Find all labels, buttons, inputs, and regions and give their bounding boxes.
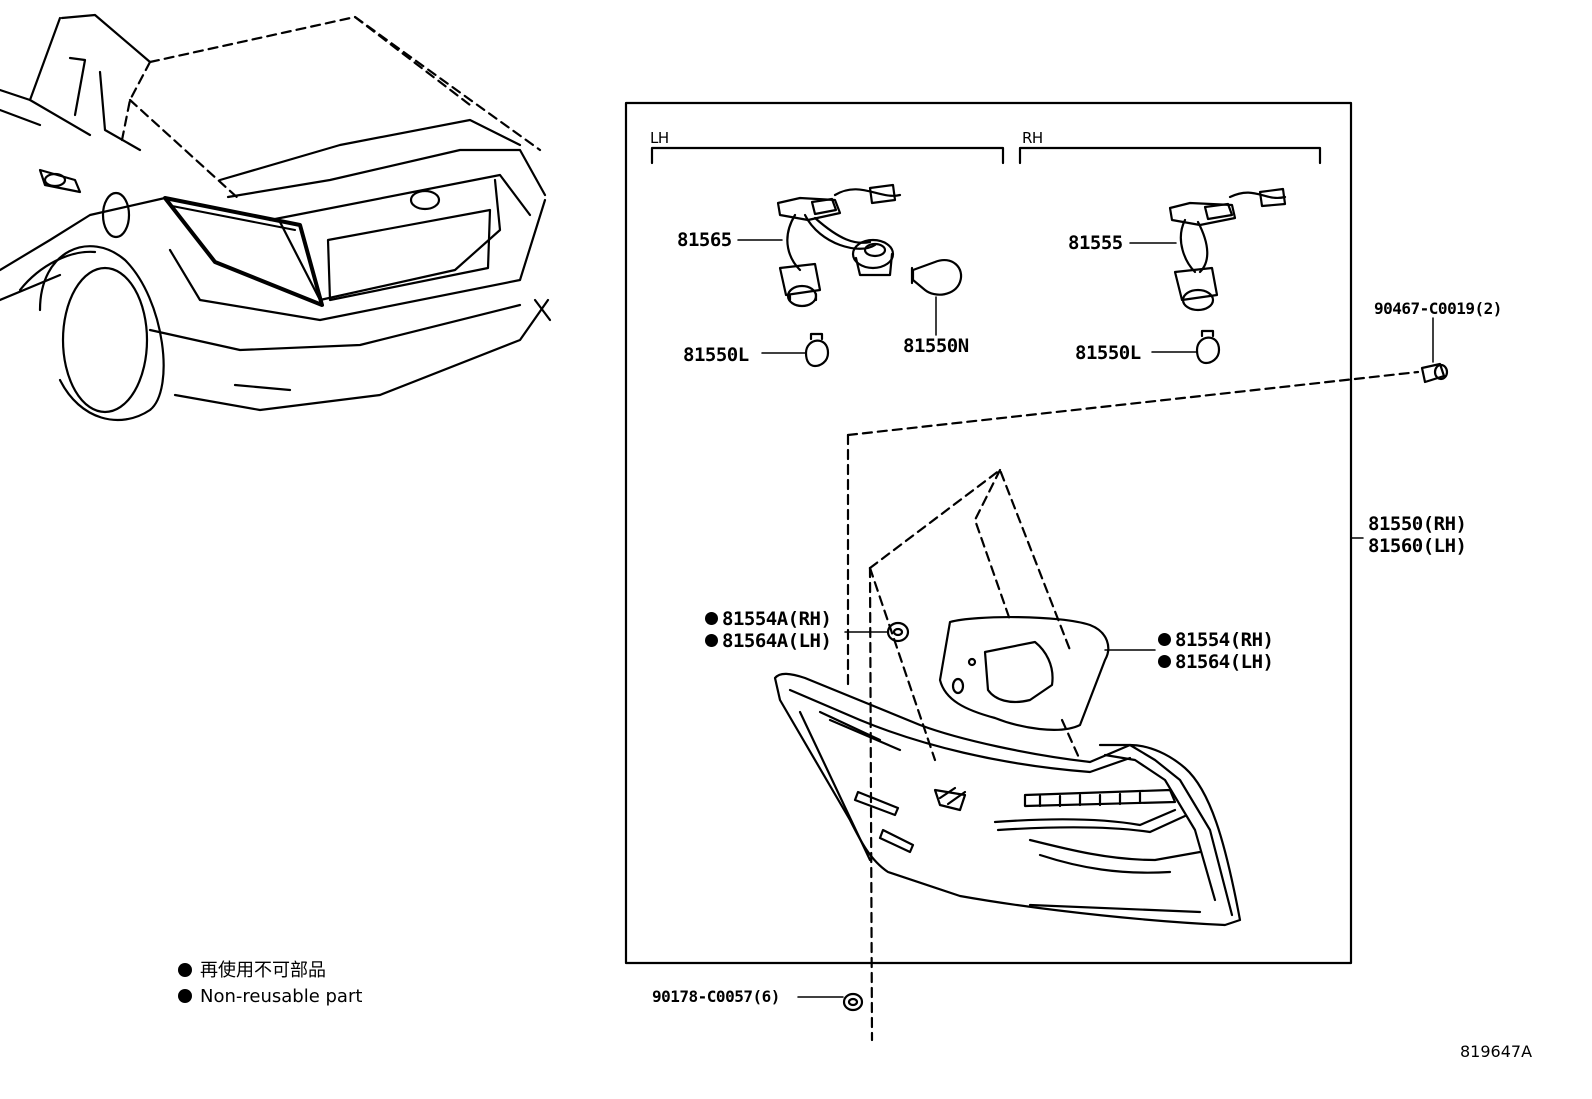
part-81565[interactable]: 81565 [677,229,732,251]
part-81554a-rh[interactable]: 81554A(RH) [705,608,832,630]
nut-90178 [842,992,864,1012]
part-81554-rh-label: 81554(RH) [1175,629,1274,651]
diagram-id: 819647A [1460,1042,1533,1061]
lh-bracket [650,146,1005,165]
bulb-81550l-rh [1195,329,1221,365]
bulb-81550l-lh [804,332,830,368]
non-reusable-mark [705,612,718,625]
part-81550l-lh[interactable]: 81550L [683,344,749,366]
part-81564a-lh-label: 81564A(LH) [722,630,832,652]
non-reusable-mark [1158,633,1171,646]
non-reusable-mark [1158,655,1171,668]
part-81555[interactable]: 81555 [1068,232,1123,254]
lh-label: LH [650,129,669,147]
legend-dot [178,963,192,977]
legend-dot [178,989,192,1003]
part-90178[interactable]: 90178-C0057(6) [652,987,780,1006]
diagram-frame [624,101,1353,965]
legend-jp-text: 再使用不可部品 [200,960,326,981]
part-81550l-rh[interactable]: 81550L [1075,342,1141,364]
part-90467[interactable]: 90467-C0019(2) [1374,299,1502,318]
part-81560-lh[interactable]: 81560(LH) [1368,535,1467,557]
clip-90467 [1420,362,1449,384]
legend-en: Non-reusable part [178,985,362,1009]
part-81564-lh-label: 81564(LH) [1175,651,1274,673]
part-81554a-rh-label: 81554A(RH) [722,608,832,630]
part-81550n[interactable]: 81550N [903,335,969,357]
part-81554-rh[interactable]: 81554(RH) [1158,629,1274,651]
non-reusable-mark [705,634,718,647]
rh-bracket [1018,146,1322,165]
legend-jp: 再使用不可部品 [178,959,326,983]
socket-wire-lh [776,183,963,308]
socket-wire-rh [1168,187,1287,312]
tail-lamp-assembly [773,672,1242,927]
part-81550-rh[interactable]: 81550(RH) [1368,513,1467,535]
car-illustration [0,13,552,422]
legend-en-text: Non-reusable part [200,986,363,1007]
part-81564a-lh[interactable]: 81564A(LH) [705,630,832,652]
part-81564-lh[interactable]: 81564(LH) [1158,651,1274,673]
rh-label: RH [1022,129,1043,147]
gasket-81554 [938,616,1110,731]
cushion-81554a [886,621,910,643]
